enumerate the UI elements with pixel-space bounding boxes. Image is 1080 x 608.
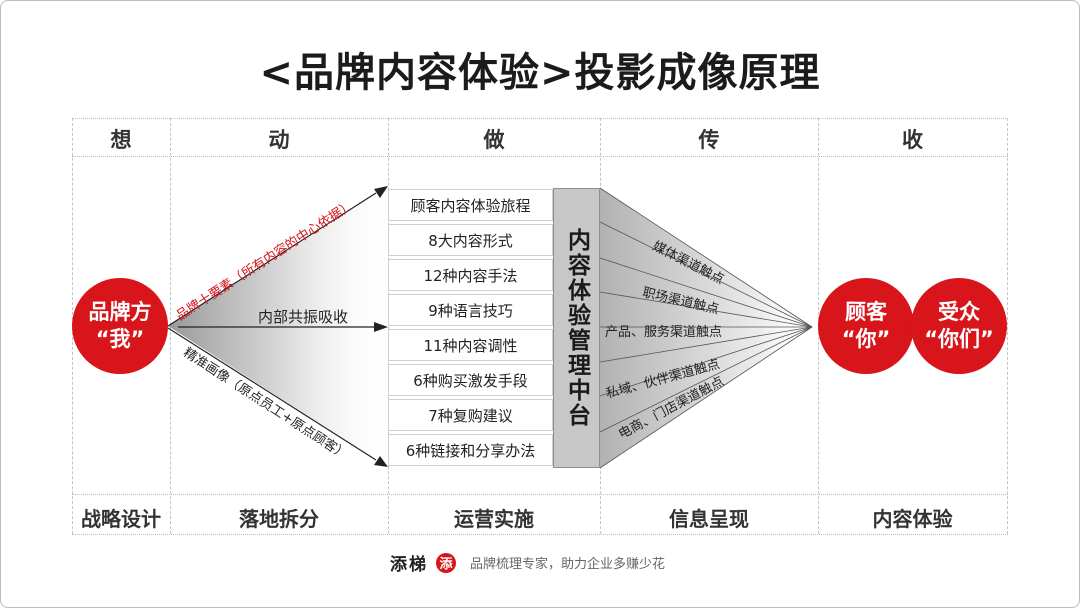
content-item: 顾客内容体验旅程 [388,189,553,221]
brand-slogan: 品牌梳理专家，助力企业多赚少花 [470,557,666,572]
content-item: 9种语言技巧 [388,294,553,326]
brand-logo-text: 添梯 [390,555,428,575]
header-top-line [72,118,1008,119]
arrow-bottom-line [167,327,377,461]
arrow-top-head [374,186,388,198]
brand-circle-line1: 品牌方 [88,300,152,324]
footer-top-line [72,494,1008,495]
arrow-label-middle: 内部共振吸收 [258,308,349,326]
column-divider [388,118,389,534]
ray-line [599,221,813,328]
header-bottom-line [72,156,1008,157]
ray-line [599,326,813,433]
brand-circle-line2: “我” [95,327,145,351]
arrow-middle-head [374,322,388,332]
stage-move: 动 [268,128,290,152]
audience-circle: 受众 “你们” [911,278,1007,374]
stage-receive: 收 [902,128,923,152]
brand-logo-icon: 添 [436,552,456,573]
footer-bottom-line [72,534,1008,535]
ray-line [599,326,813,469]
right-projection-cone [600,188,812,468]
brand-circle: 品牌方 “我” [72,278,168,374]
content-item: 11种内容调性 [388,329,553,361]
channel-label: 产品、服务渠道触点 [605,325,723,340]
audience-circle-line1: 受众 [938,300,980,324]
stage-think: 想 [110,128,132,152]
customer-circle-line2: “你” [841,327,891,351]
content-item: 7种复购建议 [388,399,553,431]
slide-title: <品牌内容体验>投影成像原理 [259,50,821,96]
ray-line [599,326,813,397]
footer-brand: 添梯 添 品牌梳理专家，助力企业多赚少花 [390,550,665,575]
customer-circle-line1: 顾客 [845,300,887,324]
ray-line [599,187,813,328]
customer-circle: 顾客 “你” [818,278,914,374]
stage-strategy-design: 战略设计 [81,507,161,531]
column-divider [1007,118,1008,534]
stage-breakdown: 落地拆分 [239,507,319,531]
arrow-top-line [167,192,377,327]
stage-presentation: 信息呈现 [669,507,749,531]
stage-spread: 传 [698,128,720,152]
platform-label: 内容体验管理中台 [563,228,590,428]
content-item: 12种内容手法 [388,259,553,291]
content-platform: 内容体验管理中台 [553,188,600,468]
ray-line [599,257,813,328]
content-item: 6种链接和分享办法 [388,434,553,466]
arrow-bottom-head [374,456,388,467]
ray-line [599,326,813,363]
stage-operation: 运营实施 [454,507,534,531]
stage-do: 做 [483,128,505,152]
content-item: 8大内容形式 [388,224,553,256]
audience-circle-line2: “你们” [924,327,994,351]
ray-line [599,291,813,328]
stage-content-experience: 内容体验 [872,507,953,531]
content-item: 6种购买激发手段 [388,364,553,396]
